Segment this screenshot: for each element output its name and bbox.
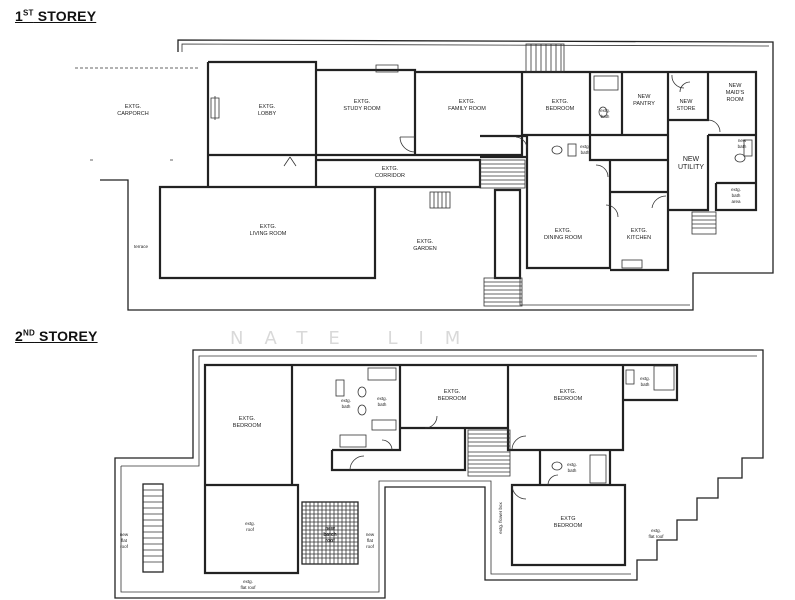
second-storey-plan: EXTG.BEDROOM EXTG.BEDROOM EXTG.BEDROOM E… bbox=[114, 349, 764, 599]
first-storey-stair-bottom bbox=[483, 277, 523, 307]
label-lobby: EXTG.LOBBY bbox=[258, 104, 277, 117]
label-bath-2c: extg.bath bbox=[640, 376, 650, 387]
label-bath-2d: extg.bath bbox=[567, 462, 577, 473]
second-storey-bath-fixtures bbox=[335, 365, 675, 484]
new-batch-roof-hatch bbox=[301, 501, 359, 565]
label-bedroom-mid: EXTG.BEDROOM bbox=[438, 389, 467, 402]
first-storey-boundary bbox=[100, 39, 774, 311]
new-flat-roof-vent bbox=[142, 483, 164, 573]
label-living-room: EXTG.LIVING ROOM bbox=[250, 224, 287, 237]
label-bedroom-left: EXTG.BEDROOM bbox=[233, 416, 262, 429]
first-storey-doors bbox=[283, 74, 721, 218]
first-storey-bath-fixtures bbox=[551, 75, 753, 163]
label-terrace: terrace bbox=[134, 244, 149, 249]
label-extg-roof: extg.roof bbox=[245, 521, 255, 532]
label-bath-2a: extg.bath bbox=[341, 398, 351, 409]
first-storey-stair-top bbox=[525, 43, 565, 73]
label-bedroom-right: EXTG.BEDROOM bbox=[554, 389, 583, 402]
label-flower-box: extg. flower box bbox=[498, 501, 503, 533]
second-storey-roof-outline bbox=[114, 349, 764, 599]
second-storey-walls bbox=[203, 363, 679, 575]
second-storey-stair bbox=[467, 429, 511, 477]
label-family-room: EXTG.FAMILY ROOM bbox=[448, 99, 486, 112]
label-bath-2b: extg.bath bbox=[377, 396, 387, 407]
first-storey-stair-central bbox=[479, 159, 526, 189]
label-garden: EXTG.GARDEN bbox=[413, 239, 437, 252]
second-storey-doors bbox=[349, 415, 559, 500]
first-storey-stair-garden bbox=[429, 191, 451, 209]
label-carporch: EXTG.CARPORCH bbox=[117, 104, 149, 117]
label-study-room: EXTG.STUDY ROOM bbox=[343, 99, 381, 112]
label-extg-flat-roof-bottom: extg.flat roof bbox=[240, 579, 256, 590]
label-bath-1a: extg.bath bbox=[600, 108, 610, 119]
second-storey-heading: 2ND STOREY bbox=[15, 328, 98, 344]
first-storey-walls bbox=[158, 60, 758, 280]
label-kitchen: EXTG.KITCHEN bbox=[627, 228, 651, 241]
label-bath-1c: extg.bath bbox=[580, 144, 590, 155]
first-storey-heading: 1ST STOREY bbox=[15, 8, 97, 24]
first-storey-plan: EXTG.CARPORCH EXTG.LOBBY EXTG.STUDY ROOM… bbox=[75, 39, 774, 311]
label-bedroom-1: EXTG.BEDROOM bbox=[546, 99, 575, 112]
label-dining-room: EXTG.DINING ROOM bbox=[544, 228, 582, 241]
first-storey-stair-utility bbox=[691, 211, 717, 235]
watermark-text: NATE LIM bbox=[230, 328, 482, 349]
label-extg-flat-roof-right: extg.flat roof bbox=[648, 528, 664, 539]
label-corridor: EXTG.CORRIDOR bbox=[375, 166, 405, 179]
